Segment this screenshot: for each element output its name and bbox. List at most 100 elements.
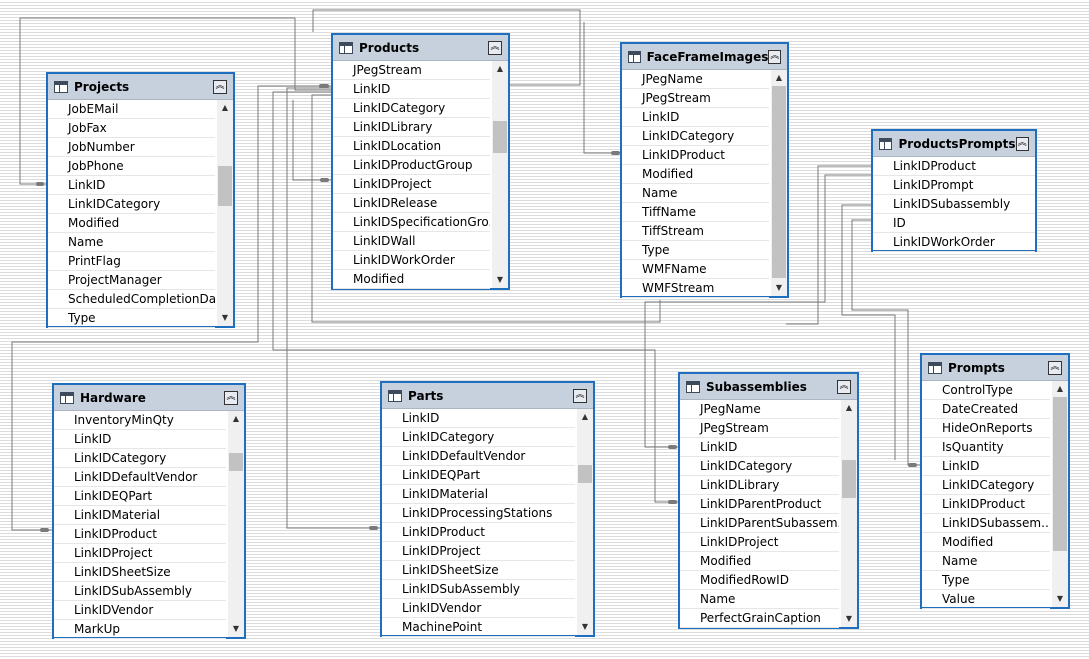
column-item[interactable]: Value [922, 590, 1050, 609]
column-item[interactable]: LinkIDVendor [382, 599, 575, 618]
column-item[interactable]: LinkIDSubassembly [873, 195, 1035, 214]
column-item[interactable]: JPegName [680, 400, 839, 419]
hardware-table-header[interactable]: Hardware ︽ [54, 385, 244, 411]
column-item[interactable]: Type [622, 241, 769, 260]
parts-table[interactable]: Parts ︽ LinkID LinkIDCategory LinkIDDefa… [380, 381, 595, 637]
column-item[interactable]: LinkIDDefaultVendor [54, 468, 226, 487]
column-item[interactable]: ProjectManager [48, 271, 215, 290]
scroll-down-arrow-icon[interactable]: ▼ [1056, 594, 1064, 603]
scrollbar-thumb[interactable] [578, 465, 592, 483]
column-item[interactable]: LinkIDWorkOrder [333, 251, 490, 270]
column-item[interactable]: LinkIDProduct [622, 146, 769, 165]
column-item[interactable]: LinkIDSubAssembly [382, 580, 575, 599]
column-item[interactable]: LinkIDProject [382, 542, 575, 561]
column-item[interactable]: LinkIDProcessingStations [382, 504, 575, 523]
column-item[interactable]: Name [622, 184, 769, 203]
column-item[interactable]: WMFName [622, 260, 769, 279]
column-item[interactable]: Modified [48, 214, 215, 233]
column-item[interactable]: TiffName [622, 203, 769, 222]
column-item[interactable]: LinkID [922, 457, 1050, 476]
scrollbar-thumb[interactable] [772, 86, 786, 278]
column-item[interactable]: LinkID [382, 409, 575, 428]
column-item[interactable]: LinkID [622, 108, 769, 127]
column-item[interactable]: LinkIDSheetSize [382, 561, 575, 580]
column-item[interactable]: LinkIDProduct [873, 157, 1035, 176]
column-item[interactable]: LinkIDDefaultVendor [382, 447, 575, 466]
column-item[interactable]: Type [48, 309, 215, 328]
collapse-chevrons-icon[interactable]: ︽ [768, 49, 781, 64]
column-item[interactable]: ScheduledCompletionDate [48, 290, 215, 309]
column-item[interactable]: LinkIDProduct [382, 523, 575, 542]
scroll-up-arrow-icon[interactable]: ▲ [221, 103, 229, 112]
column-item[interactable]: LinkIDProject [333, 175, 490, 194]
column-item[interactable]: LinkID [333, 80, 490, 99]
products-table[interactable]: Products ︽ JPegStream LinkID LinkIDCateg… [331, 33, 510, 290]
column-item[interactable]: Modified [333, 270, 490, 289]
column-item[interactable]: JobPhone [48, 157, 215, 176]
column-item[interactable]: JobNumber [48, 138, 215, 157]
scroll-down-arrow-icon[interactable]: ▼ [581, 622, 589, 631]
column-item[interactable]: PerfectGrainCaption [680, 609, 839, 628]
scrollbar-thumb[interactable] [842, 460, 856, 498]
column-item[interactable]: PrintFlag [48, 252, 215, 271]
scroll-up-arrow-icon[interactable]: ▲ [581, 412, 589, 421]
scroll-up-arrow-icon[interactable]: ▲ [496, 64, 504, 73]
column-item[interactable]: LinkIDRelease [333, 194, 490, 213]
column-item[interactable]: JobFax [48, 119, 215, 138]
scroll-up-arrow-icon[interactable]: ▲ [232, 414, 240, 423]
column-item[interactable]: Modified [922, 533, 1050, 552]
scrollbar[interactable]: ▲ ▼ [771, 70, 787, 296]
scrollbar[interactable]: ▲ ▼ [841, 400, 857, 627]
scroll-down-arrow-icon[interactable]: ▼ [496, 275, 504, 284]
column-item[interactable]: LinkIDSubAssembly [54, 582, 226, 601]
prompts-table[interactable]: Prompts ︽ ControlType DateCreated HideOn… [920, 353, 1070, 609]
column-item[interactable]: LinkIDEQPart [54, 487, 226, 506]
column-item[interactable]: LinkID [48, 176, 215, 195]
column-item[interactable]: LinkIDWall [333, 232, 490, 251]
column-item[interactable]: Name [48, 233, 215, 252]
column-item[interactable]: LinkIDSubassem... [922, 514, 1050, 533]
scrollbar-thumb[interactable] [229, 453, 243, 471]
subassemblies-table[interactable]: Subassemblies ︽ JPegName JPegStream Link… [678, 372, 859, 629]
collapse-chevrons-icon[interactable]: ︽ [213, 79, 227, 94]
column-item[interactable]: ModifiedRowID [680, 571, 839, 590]
projects-table-header[interactable]: Projects ︽ [48, 74, 233, 100]
scrollbar[interactable]: ▲ ▼ [492, 61, 508, 288]
column-item[interactable]: JPegName [622, 70, 769, 89]
column-item[interactable]: InventoryMinQty [54, 411, 226, 430]
column-item[interactable]: Name [922, 552, 1050, 571]
column-item[interactable]: LinkIDCategory [922, 476, 1050, 495]
scroll-up-arrow-icon[interactable]: ▲ [845, 403, 853, 412]
column-item[interactable]: ControlType [922, 381, 1050, 400]
scroll-down-arrow-icon[interactable]: ▼ [775, 283, 783, 292]
column-item[interactable]: LinkIDVendor [54, 601, 226, 620]
collapse-chevrons-icon[interactable]: ︽ [573, 388, 587, 403]
scrollbar[interactable]: ▲ ▼ [228, 411, 244, 637]
column-item[interactable]: JPegStream [680, 419, 839, 438]
scroll-down-arrow-icon[interactable]: ▼ [845, 614, 853, 623]
column-item[interactable]: LinkIDMaterial [54, 506, 226, 525]
column-item[interactable]: LinkID [680, 438, 839, 457]
column-item[interactable]: LinkIDProduct [54, 525, 226, 544]
column-item[interactable]: LinkIDCategory [680, 457, 839, 476]
projects-table[interactable]: Projects ︽ JobEMail JobFax JobNumber Job… [46, 72, 235, 328]
column-item[interactable]: LinkIDParentSubassem... [680, 514, 839, 533]
column-item[interactable]: WMFStream [622, 279, 769, 298]
prompts-table-header[interactable]: Prompts ︽ [922, 355, 1068, 381]
column-item[interactable]: Modified [622, 165, 769, 184]
scroll-down-arrow-icon[interactable]: ▼ [221, 313, 229, 322]
column-item[interactable]: LinkIDCategory [333, 99, 490, 118]
column-item[interactable]: MachinePoint [382, 618, 575, 637]
products-table-header[interactable]: Products ︽ [333, 35, 508, 61]
column-item[interactable]: LinkIDParentProduct [680, 495, 839, 514]
column-item[interactable]: JPegStream [622, 89, 769, 108]
column-item[interactable]: LinkID [54, 430, 226, 449]
column-item[interactable]: LinkIDProject [54, 544, 226, 563]
column-item[interactable]: LinkIDCategory [622, 127, 769, 146]
column-item[interactable]: LinkIDLibrary [680, 476, 839, 495]
scrollbar[interactable]: ▲ ▼ [1052, 381, 1068, 607]
hardware-table[interactable]: Hardware ︽ InventoryMinQty LinkID LinkID… [52, 383, 246, 639]
scroll-down-arrow-icon[interactable]: ▼ [232, 624, 240, 633]
column-item[interactable]: LinkIDEQPart [382, 466, 575, 485]
faceframeimages-table[interactable]: FaceFrameImages ︽ JPegName JPegStream Li… [620, 42, 789, 298]
